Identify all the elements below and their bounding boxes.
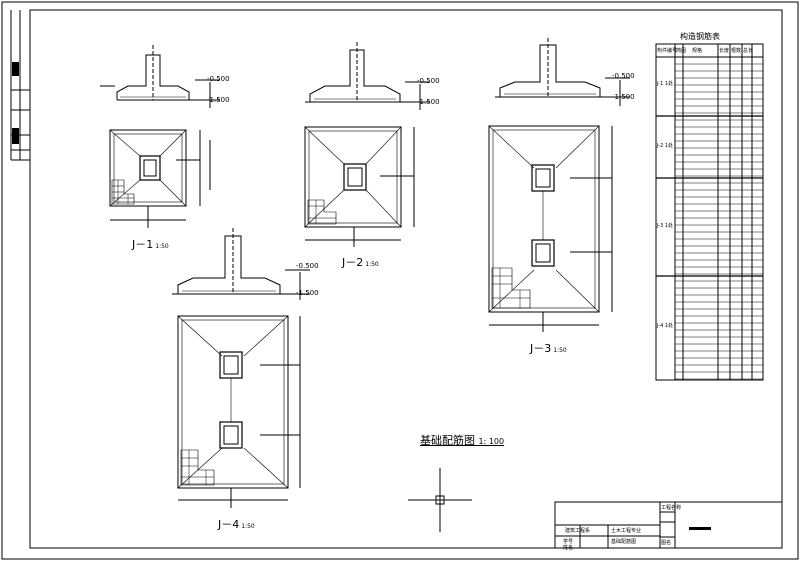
crosshair: [408, 468, 472, 532]
j2-section: [305, 42, 430, 110]
j1-plan: [109, 129, 211, 228]
title-row-label-0: 学号: [563, 539, 574, 545]
rebar-group-j4: J-4 1处: [657, 323, 674, 329]
binding-strip: [10, 10, 30, 161]
rebar-header-0: 构件编号: [657, 48, 678, 54]
title-row-label-1: 姓名: [563, 545, 574, 551]
j1-elev-bottom: -1.500: [207, 96, 230, 104]
rebar-header-4: 根数: [731, 48, 742, 54]
j4-elev-bottom: -1.500: [296, 289, 319, 297]
rebar-header-5: 总长: [743, 48, 754, 54]
j1-elev-top: -0.500: [207, 75, 230, 83]
title-drawing-name: 基础配筋图: [611, 539, 637, 545]
rebar-header-1: 简图: [676, 48, 687, 54]
title-sheet-label-1: 图名: [661, 540, 672, 546]
title-sheet-label-0: 工程名称: [661, 505, 682, 511]
j2-elev-bottom: -1.500: [417, 98, 440, 106]
j4-elev-top: -0.500: [296, 262, 319, 270]
j2-elev-top: -0.500: [417, 77, 440, 85]
j3-plan: [488, 125, 613, 332]
rebar-group-j1: J-1 1处: [657, 81, 674, 87]
rebar-header-3: 长度: [719, 48, 730, 54]
rebar-group-j2: J-2 1处: [657, 143, 674, 149]
rebar-group-j3: J-3 1处: [657, 223, 674, 229]
rebar-table-grid: [655, 43, 764, 381]
rebar-table-title: 构造钢筋表: [680, 32, 720, 41]
title-block-grid: [554, 501, 783, 549]
j3-elev-top: -0.500: [612, 72, 635, 80]
rebar-header-2: 规格: [692, 48, 703, 54]
j3-section: [495, 38, 630, 106]
j2-plan: [304, 126, 415, 247]
title-project: 土木工程专业: [611, 528, 642, 534]
j4-plan: [177, 315, 301, 508]
j3-elev-bottom: -1.500: [612, 93, 635, 101]
j4-section: [172, 228, 310, 300]
j1-section: [100, 45, 220, 108]
inner-border: [29, 9, 783, 549]
plan-title: 基础配筋图 1: 100: [420, 434, 505, 447]
title-designer-unit: 建筑工程系: [565, 528, 591, 534]
